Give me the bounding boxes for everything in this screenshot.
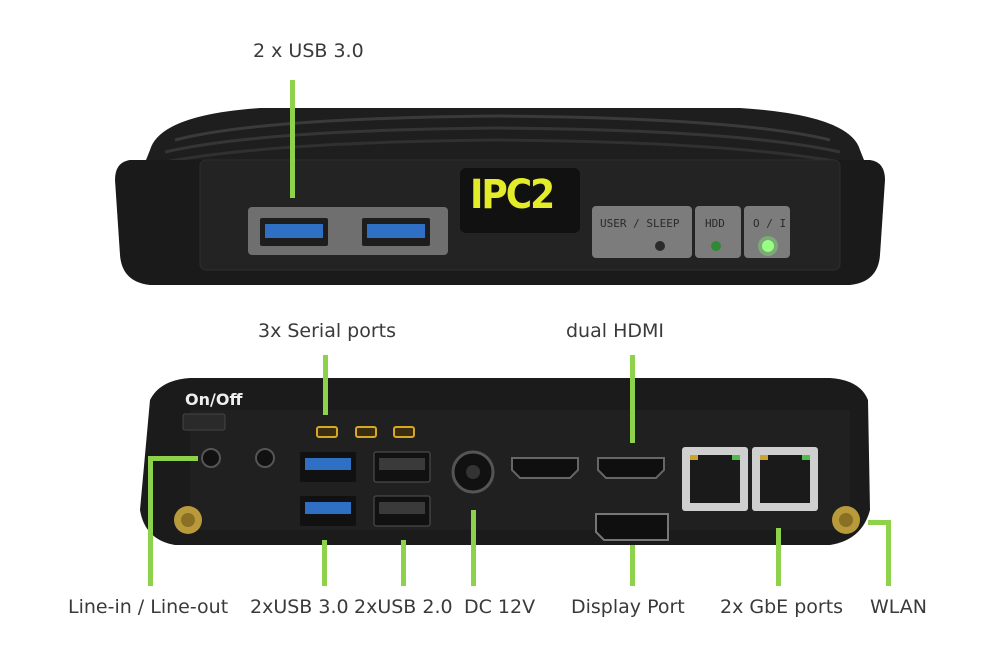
leader-usb20 [401,540,406,586]
leader-dc [471,510,476,586]
callout-usb20: 2xUSB 2.0 [354,596,453,618]
callout-display-port: Display Port [571,596,685,618]
led-label-power: O / I [753,217,787,230]
leader-hdmi [630,355,635,443]
callout-dc-12v: DC 12V [464,596,536,618]
callout-serial-ports: 3x Serial ports [258,320,397,342]
callout-power-switch: On/Off [185,390,243,409]
device-brand-logo: IPC2 [470,172,555,218]
leader-displayport [630,545,635,586]
led-label-user-sleep: USER / SLEEP [600,217,680,230]
leader-usb30 [322,540,327,586]
leader-audio-horizontal [148,456,198,461]
leader-serial [323,355,328,415]
callout-front-usb: 2 x USB 3.0 [253,40,364,62]
callout-usb30: 2xUSB 3.0 [250,596,349,618]
callout-wlan: WLAN [870,596,928,618]
leader-gbe [776,528,781,586]
leader-wlan-vertical [886,520,891,586]
callout-line-in-out: Line-in / Line-out [68,596,229,618]
callout-dual-hdmi: dual HDMI [566,320,664,342]
callout-gbe-ports: 2x GbE ports [720,596,844,618]
leader-front-usb [290,80,295,198]
leader-wlan-horizontal [868,520,890,525]
led-label-hdd: HDD [705,217,725,230]
leader-audio-vertical [148,456,153,586]
